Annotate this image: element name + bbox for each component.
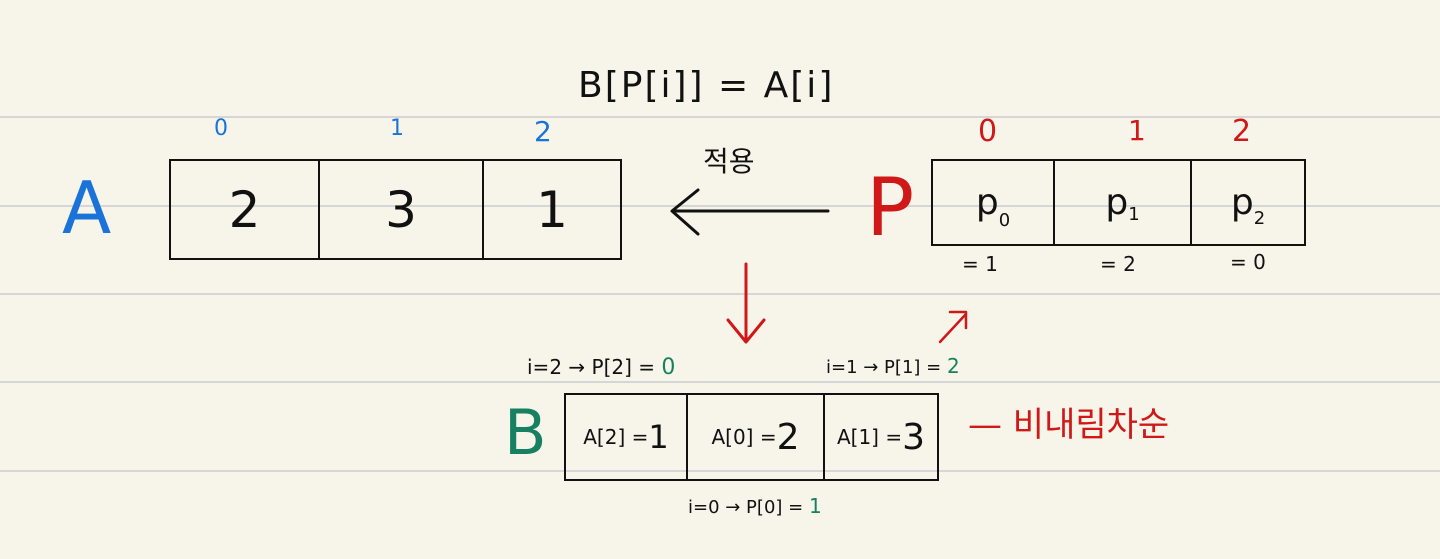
array-p-cell-1: p 1 <box>1055 161 1192 244</box>
array-p-subscript-0: 0 <box>998 210 1011 231</box>
array-p-box: p 0 p 1 p 2 <box>931 159 1306 246</box>
array-a-index-0: 0 <box>214 116 228 141</box>
array-a-value-1: 3 <box>385 180 417 239</box>
array-p-symbol-2: p <box>1230 182 1254 223</box>
array-p-index-2: 2 <box>1232 114 1252 149</box>
array-b-cell-2: A[1] = 3 <box>825 395 937 479</box>
array-p-cell-2: p 2 <box>1192 161 1304 244</box>
array-b-cell-0: A[2] = 1 <box>566 395 688 479</box>
notebook-rule <box>0 205 1440 207</box>
array-p-label: P <box>866 161 915 254</box>
annotation-i0: i=0 → P[0] = 1 <box>688 496 822 517</box>
annotation-i2-text: i=2 → P[2] = <box>527 355 662 379</box>
formula-title: B[P[i]] = A[i] <box>578 65 835 106</box>
notebook-rule <box>0 381 1440 383</box>
arrow-left-icon <box>670 188 830 236</box>
array-p-value-0: = 1 <box>962 252 998 276</box>
array-a-cell-0: 2 <box>171 161 320 258</box>
annotation-i0-text: i=0 → P[0] = <box>688 497 809 518</box>
array-p-symbol-0: p <box>975 182 999 223</box>
notebook-rule <box>0 470 1440 472</box>
annotation-i0-result: 1 <box>808 494 822 518</box>
array-b-cell-1-prefix: A[0] = <box>711 425 777 449</box>
annotation-i1-result: 2 <box>946 354 960 378</box>
array-p-cell-0: p 0 <box>933 161 1055 244</box>
array-b-box: A[2] = 1 A[0] = 2 A[1] = 3 <box>564 393 939 481</box>
descending-note: — 비내림차순 <box>968 405 1170 445</box>
array-p-value-1: = 2 <box>1100 252 1136 276</box>
array-b-cell-1-value: 2 <box>776 416 800 458</box>
array-p-subscript-1: 1 <box>1128 204 1140 225</box>
array-b-label: B <box>504 396 547 469</box>
array-p-index-1: 1 <box>1128 114 1146 147</box>
array-b-cell-2-prefix: A[1] = <box>836 425 903 449</box>
array-p-subscript-2: 2 <box>1253 208 1266 229</box>
array-a-cell-1: 3 <box>320 161 484 258</box>
array-a-value-2: 1 <box>536 180 568 239</box>
array-a-value-0: 2 <box>228 180 261 239</box>
annotation-i2-result: 0 <box>661 355 676 380</box>
arrow-up-right-icon <box>938 310 968 344</box>
array-b-cell-2-value: 3 <box>902 416 926 458</box>
array-a-box: 2 3 1 <box>169 159 622 260</box>
array-b-cell-0-value: 1 <box>648 418 669 456</box>
array-b-cell-0-prefix: A[2] = <box>583 425 649 449</box>
annotation-i1: i=1 → P[1] = 2 <box>826 356 960 377</box>
apply-label: 적용 <box>703 145 755 178</box>
array-b-cell-1: A[0] = 2 <box>688 395 825 479</box>
array-p-value-2: = 0 <box>1230 250 1266 274</box>
array-a-index-2: 2 <box>534 115 552 148</box>
array-a-label: A <box>62 166 112 250</box>
array-a-index-1: 1 <box>390 116 404 141</box>
notebook-rule <box>0 116 1440 118</box>
annotation-i2: i=2 → P[2] = 0 <box>527 357 675 379</box>
array-p-index-0: 0 <box>978 114 998 149</box>
array-a-cell-2: 1 <box>484 161 620 258</box>
arrow-down-icon <box>726 262 766 344</box>
annotation-i1-text: i=1 → P[1] = <box>826 357 947 378</box>
notebook-rule <box>0 293 1440 295</box>
array-p-symbol-1: p <box>1105 182 1129 223</box>
